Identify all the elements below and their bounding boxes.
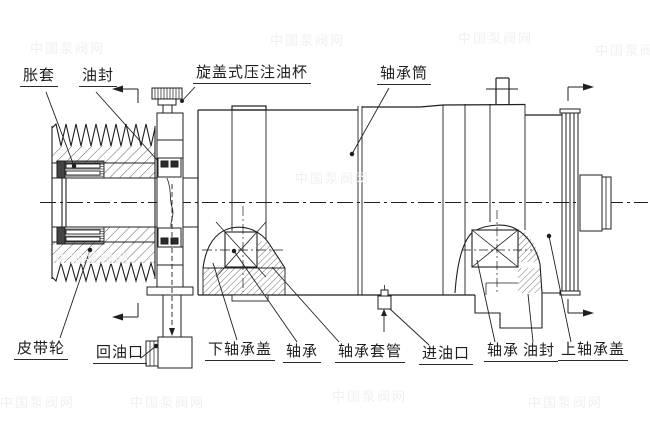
callout-belt-pulley: 皮带轮	[14, 340, 69, 360]
callout-oil-seal-left: 油封	[79, 67, 118, 87]
callout-bearing-left: 轴承	[283, 343, 322, 363]
watermark: 中国泵阀网	[55, 251, 131, 266]
section-arrow-top-right-icon	[567, 83, 594, 101]
callout-oil-inlet-port: 进油口	[419, 345, 474, 365]
callout-lower-bearing-cover: 下轴承盖	[205, 341, 276, 361]
bearing-cylinder	[197, 77, 562, 302]
section-view-arrows	[112, 83, 594, 321]
callout-bearing-right: 轴承	[484, 342, 523, 362]
watermark: 中国泵阀网	[332, 389, 408, 404]
watermark: 中国泵阀网	[30, 41, 106, 56]
watermark: 中国泵阀网	[295, 171, 371, 186]
section-arrow-top-left-icon	[112, 85, 139, 103]
oil-inlet-fitting	[377, 285, 392, 332]
left-seal-cover	[156, 112, 184, 293]
watermark: 中国泵阀网	[595, 43, 650, 58]
callout-leader-lines	[45, 86, 572, 359]
watermark: 中国泵阀网	[0, 395, 76, 410]
section-arrow-bottom-left-icon	[112, 303, 139, 321]
watermark: 中国泵阀网	[528, 395, 604, 410]
expansion-sleeve	[56, 160, 105, 245]
callout-bearing-sleeve: 轴承套管	[335, 343, 406, 363]
lower-bearing-cover-section	[202, 206, 286, 296]
labyrinth-rings	[542, 108, 612, 296]
callout-expansion-sleeve: 胀套	[20, 67, 59, 87]
section-arrow-bottom-right-icon	[567, 299, 594, 317]
right-bearing	[471, 229, 519, 268]
callout-oil-return-port: 回油口	[93, 344, 148, 364]
watermark: 中国泵阀网	[270, 33, 346, 48]
callout-upper-bearing-cover: 上轴承盖	[558, 341, 629, 361]
belt-pulley	[51, 122, 156, 284]
grease-cup	[151, 87, 183, 114]
callout-grease-cup: 旋盖式压注油杯	[193, 64, 312, 84]
upper-bearing-cover-section	[454, 210, 543, 329]
callout-bearing-cylinder: 轴承筒	[377, 65, 432, 85]
callout-oil-seal-right: 油封	[520, 342, 559, 362]
watermark: 中国泵阀网	[130, 395, 206, 410]
watermark: 中国泵阀网	[458, 31, 534, 46]
oil-return-port	[145, 184, 194, 369]
